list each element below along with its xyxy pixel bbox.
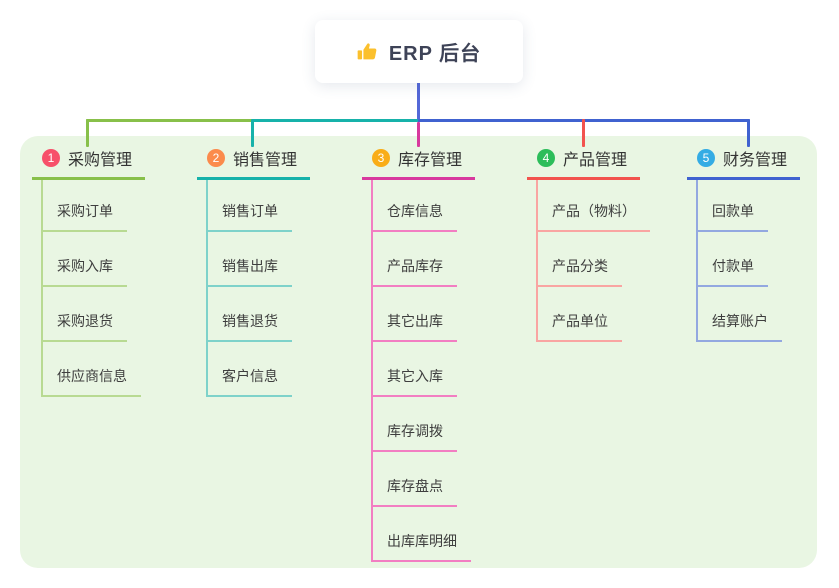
child-node[interactable]: 产品（物料） [536, 180, 650, 232]
branch-children: 回款单 付款单 结算账户 [696, 180, 800, 342]
branch-purchase: 1 采购管理 采购订单 采购入库 采购退货 供应商信息 [32, 146, 145, 397]
child-node[interactable]: 销售出库 [206, 232, 310, 287]
connector-drop-product [582, 119, 585, 147]
child-label: 付款单 [696, 256, 768, 287]
branch-number-badge: 1 [42, 149, 60, 167]
child-node[interactable]: 采购订单 [41, 180, 145, 232]
child-node[interactable]: 付款单 [696, 232, 800, 287]
child-node[interactable]: 库存调拨 [371, 397, 475, 452]
branch-number-badge: 2 [207, 149, 225, 167]
branches-panel [20, 136, 817, 568]
child-label: 销售退货 [206, 311, 292, 342]
child-node[interactable]: 产品单位 [536, 287, 650, 342]
connector-root-drop [417, 82, 420, 122]
connector-bus-purchase [86, 119, 253, 122]
branch-children: 销售订单 销售出库 销售退货 客户信息 [206, 180, 310, 397]
child-label: 采购退货 [41, 311, 127, 342]
child-label: 采购入库 [41, 256, 127, 287]
child-label: 产品库存 [371, 256, 457, 287]
connector-drop-sales [251, 119, 254, 147]
child-node[interactable]: 客户信息 [206, 342, 310, 397]
child-label: 回款单 [696, 201, 768, 232]
branch-children: 仓库信息 产品库存 其它出库 其它入库 库存调拨 库存盘点 出库库明细 [371, 180, 475, 562]
child-label: 产品（物料） [536, 201, 650, 232]
child-label: 销售出库 [206, 256, 292, 287]
branch-product: 4 产品管理 产品（物料） 产品分类 产品单位 [527, 146, 650, 342]
root-node[interactable]: ERP 后台 [315, 20, 523, 83]
branch-inventory: 3 库存管理 仓库信息 产品库存 其它出库 其它入库 库存调拨 库存盘点 出库库… [362, 146, 475, 562]
connector-drop-inventory [417, 122, 420, 147]
child-node[interactable]: 仓库信息 [371, 180, 475, 232]
child-node[interactable]: 销售订单 [206, 180, 310, 232]
child-node[interactable]: 出库库明细 [371, 507, 475, 562]
connector-drop-purchase [86, 119, 89, 147]
child-label: 产品单位 [536, 311, 622, 342]
child-label: 产品分类 [536, 256, 622, 287]
child-label: 结算账户 [696, 311, 782, 342]
branch-children: 采购订单 采购入库 采购退货 供应商信息 [41, 180, 145, 397]
branch-header-finance[interactable]: 5 财务管理 [687, 146, 800, 180]
child-label: 供应商信息 [41, 366, 141, 397]
branch-header-sales[interactable]: 2 销售管理 [197, 146, 310, 180]
branch-number-badge: 3 [372, 149, 390, 167]
branch-children: 产品（物料） 产品分类 产品单位 [536, 180, 650, 342]
child-label: 其它出库 [371, 311, 457, 342]
child-label: 仓库信息 [371, 201, 457, 232]
branch-header-purchase[interactable]: 1 采购管理 [32, 146, 145, 180]
branch-label: 产品管理 [563, 152, 628, 169]
child-node[interactable]: 结算账户 [696, 287, 800, 342]
branch-sales: 2 销售管理 销售订单 销售出库 销售退货 客户信息 [197, 146, 310, 397]
child-node[interactable]: 其它出库 [371, 287, 475, 342]
branch-header-product[interactable]: 4 产品管理 [527, 146, 640, 180]
child-label: 库存调拨 [371, 421, 457, 452]
child-node[interactable]: 回款单 [696, 180, 800, 232]
thumbs-up-icon [357, 41, 379, 63]
branch-label: 库存管理 [398, 152, 463, 169]
connector-drop-finance [747, 119, 750, 147]
child-label: 其它入库 [371, 366, 457, 397]
branch-label: 采购管理 [68, 152, 133, 169]
child-label: 销售订单 [206, 201, 292, 232]
branch-label: 销售管理 [233, 152, 298, 169]
child-node[interactable]: 其它入库 [371, 342, 475, 397]
child-label: 采购订单 [41, 201, 127, 232]
branch-header-inventory[interactable]: 3 库存管理 [362, 146, 475, 180]
child-node[interactable]: 产品分类 [536, 232, 650, 287]
child-node[interactable]: 库存盘点 [371, 452, 475, 507]
branch-label: 财务管理 [723, 152, 788, 169]
child-label: 出库库明细 [371, 531, 471, 562]
child-node[interactable]: 供应商信息 [41, 342, 145, 397]
branch-number-badge: 4 [537, 149, 555, 167]
connector-bus-sales [252, 119, 418, 122]
child-node[interactable]: 销售退货 [206, 287, 310, 342]
child-node[interactable]: 产品库存 [371, 232, 475, 287]
branch-number-badge: 5 [697, 149, 715, 167]
branch-finance: 5 财务管理 回款单 付款单 结算账户 [687, 146, 800, 342]
child-node[interactable]: 采购退货 [41, 287, 145, 342]
child-node[interactable]: 采购入库 [41, 232, 145, 287]
child-label: 库存盘点 [371, 476, 457, 507]
child-label: 客户信息 [206, 366, 292, 397]
root-title: ERP 后台 [388, 43, 482, 65]
